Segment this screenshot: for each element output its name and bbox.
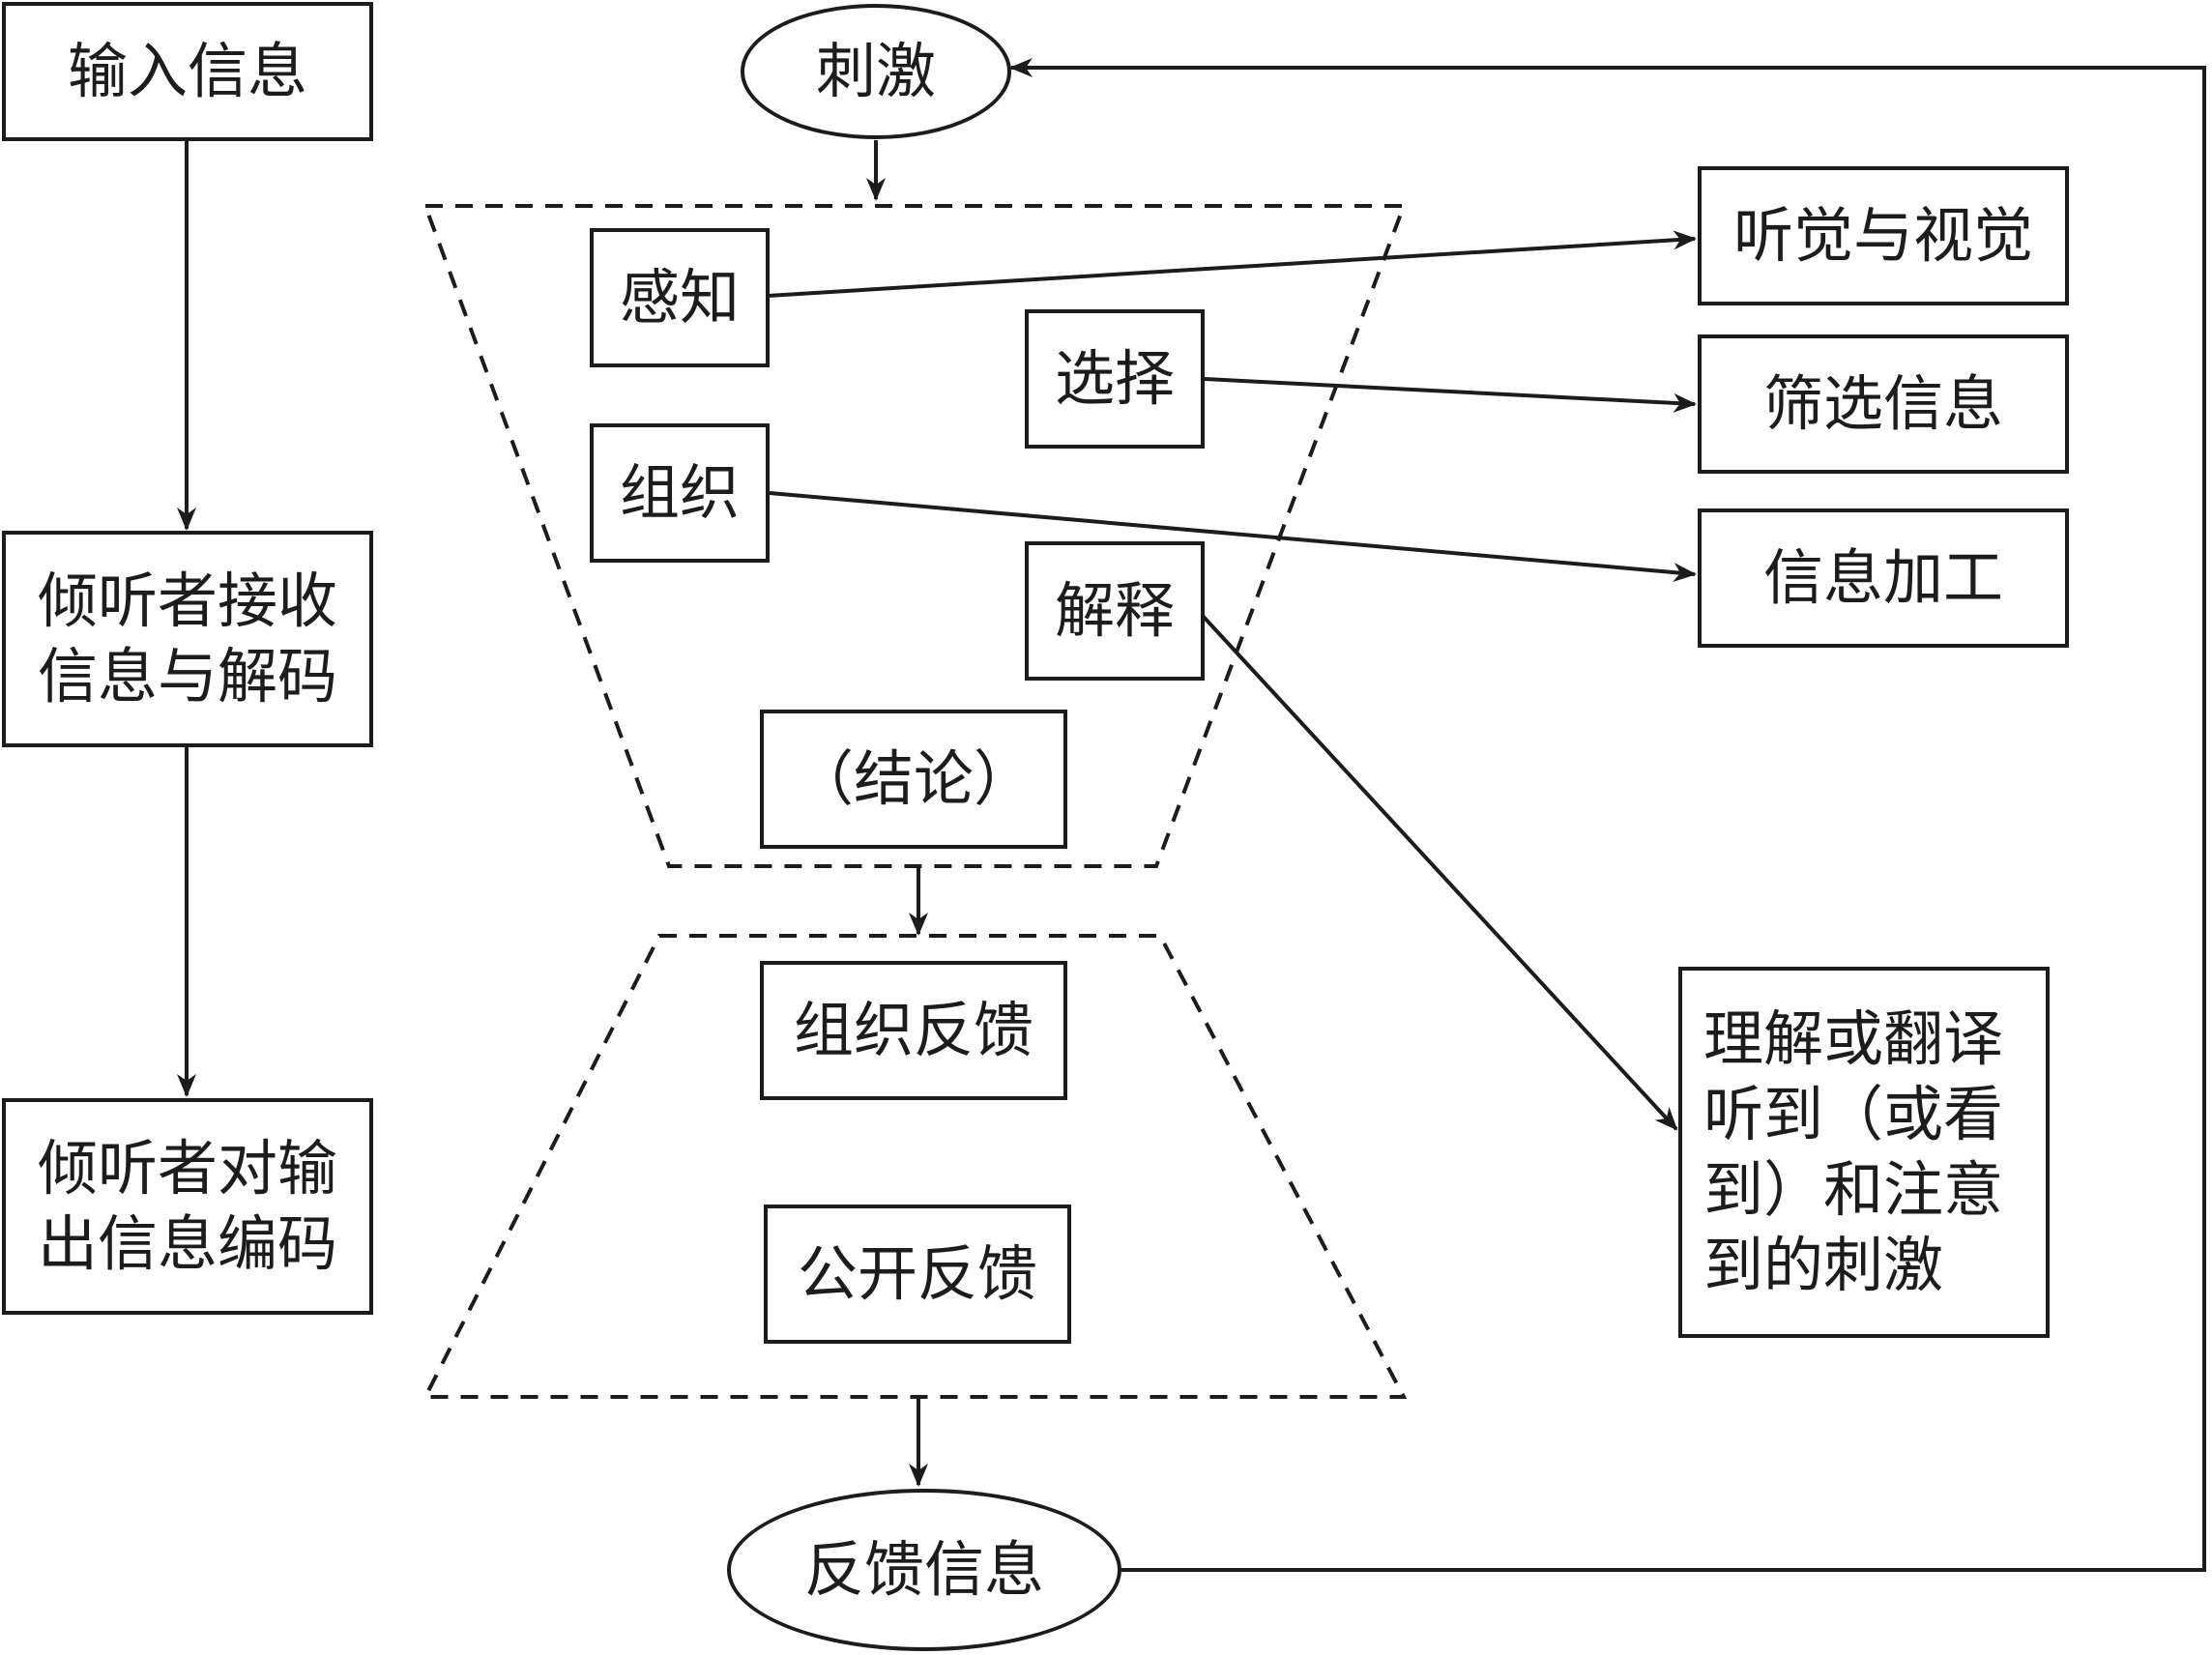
understanding-line-2: 听到（或看: [1703, 1079, 2004, 1149]
stimulus-label: 刺激: [815, 36, 936, 106]
selection-box: 选择: [1025, 309, 1205, 449]
arrow-feedback-loop: [1009, 58, 2206, 1572]
organization-label: 组织: [619, 457, 740, 528]
arrow-selection-to-filter: [1204, 377, 1697, 413]
arrow-interpretation-to-understanding: [1200, 613, 1678, 1131]
hearing-vision-label: 听觉与视觉: [1732, 200, 2033, 271]
listener-receive-box: 倾听者接收 信息与解码: [2, 531, 373, 747]
interpretation-box: 解释: [1025, 541, 1205, 681]
organization-box: 组织: [590, 423, 770, 563]
conclusion-label: （结论）: [793, 743, 1033, 814]
perception-label: 感知: [619, 262, 740, 333]
info-processing-box: 信息加工: [1698, 508, 2069, 648]
input-info-label: 输入信息: [67, 36, 307, 106]
listener-encode-line-1: 倾听者对输: [37, 1133, 337, 1204]
understanding-line-3: 到）和注意: [1703, 1154, 2004, 1225]
feedback-info-label: 反馈信息: [803, 1534, 1044, 1605]
listener-receive-line-2: 信息与解码: [37, 641, 337, 711]
interpretation-label: 解释: [1054, 575, 1175, 646]
understanding-line-1: 理解或翻译: [1703, 1003, 2004, 1074]
arrow-perception-to-hearing: [767, 230, 1697, 298]
conclusion-box: （结论）: [760, 710, 1067, 849]
processing-funnel-outline: [422, 204, 1407, 868]
input-info-box: 输入信息: [2, 2, 373, 141]
listener-encode-line-2: 出信息编码: [37, 1208, 337, 1279]
public-feedback-box: 公开反馈: [764, 1205, 1071, 1344]
public-feedback-label: 公开反馈: [797, 1238, 1037, 1309]
info-processing-label: 信息加工: [1762, 542, 2003, 613]
arrow-organization-to-processing: [769, 491, 1697, 583]
organize-feedback-box: 组织反馈: [760, 961, 1067, 1100]
filter-info-box: 筛选信息: [1698, 334, 2069, 474]
filter-info-label: 筛选信息: [1762, 368, 2003, 439]
hearing-vision-box: 听觉与视觉: [1698, 166, 2069, 305]
understanding-line-4: 到的刺激: [1703, 1230, 1944, 1300]
selection-label: 选择: [1054, 343, 1175, 414]
perception-box: 感知: [590, 228, 770, 367]
organize-feedback-label: 组织反馈: [793, 995, 1033, 1065]
understanding-box: 理解或翻译 听到（或看 到）和注意 到的刺激: [1678, 967, 2050, 1338]
feedback-info-node: 反馈信息: [727, 1489, 1121, 1651]
listener-receive-line-1: 倾听者接收: [37, 566, 337, 636]
listener-encode-box: 倾听者对输 出信息编码: [2, 1098, 373, 1315]
stimulus-node: 刺激: [741, 4, 1011, 139]
feedback-funnel-outline: [422, 934, 1408, 1399]
